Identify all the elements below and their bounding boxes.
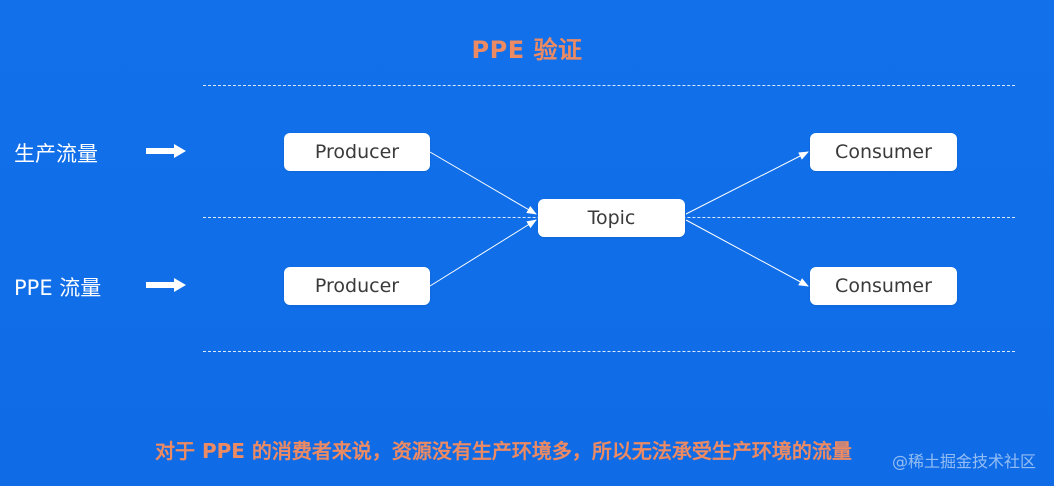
edge-producer-bottom-to-topic — [429, 219, 537, 287]
consumer-node-bottom: Consumer — [810, 267, 957, 305]
diagram-title: PPE 验证 — [471, 36, 583, 64]
lane-label-ppe: PPE 流量 — [14, 276, 102, 300]
edge-producer-top-to-topic — [429, 151, 537, 215]
producer-node-bottom: Producer — [284, 267, 430, 305]
topic-node: Topic — [538, 199, 685, 237]
lane-divider-top — [203, 85, 1015, 86]
lane-arrow-ppe-icon — [146, 278, 186, 292]
edge-topic-to-consumer-bottom — [685, 219, 809, 287]
lane-arrow-production-icon — [146, 144, 186, 158]
diagram-caption: 对于 PPE 的消费者来说，资源没有生产环境多，所以无法承受生产环境的流量 — [155, 439, 852, 463]
lane-divider-bottom — [203, 351, 1015, 352]
producer-node-top: Producer — [284, 133, 430, 171]
edge-topic-to-consumer-top — [685, 151, 809, 215]
consumer-node-top: Consumer — [810, 133, 957, 171]
lane-label-production: 生产流量 — [14, 142, 98, 166]
watermark: @稀土掘金技术社区 — [891, 452, 1036, 471]
